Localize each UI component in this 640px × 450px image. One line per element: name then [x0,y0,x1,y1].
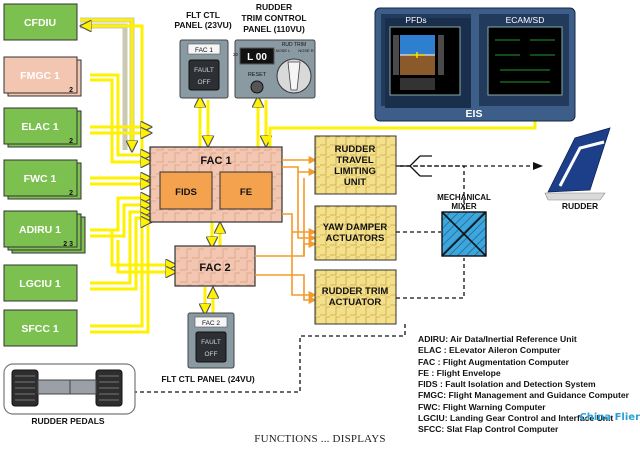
panel-24-title: FLT CTL PANEL (24VU) [161,374,255,384]
watermark: Chinа Flier [579,412,640,423]
panel-23-off: OFF [198,79,211,86]
ecam-sd-screen [487,26,563,96]
fac1-computer: FAC 1 FIDS FE [149,146,283,223]
trim-panel-title-1: RUDDER [256,2,292,12]
source-box-fmgc-1: FMGC 1 2 [3,56,82,97]
trim-nose-r-label: NOSE R [298,48,313,53]
trim-panel-title-3: PANEL (110VU) [243,24,305,34]
trim-rud-trim-label: RUD TRIM [282,42,306,48]
fe-block [219,171,273,210]
trim-reset-label: RESET [248,72,267,78]
panel-23-tag: FAC 1 [195,47,213,54]
legend-entry: FE : Flight Envelope [418,367,501,378]
trim-display-value: L 00 [247,52,267,63]
eis-label: EIS [466,108,483,120]
figure-caption: FUNCTIONS ... DISPLAYS [254,433,386,445]
panel-23-title-1: FLT CTL [186,10,220,20]
legend-entry: ELAC : ELevator Aileron Computer [418,345,561,356]
panel-24-fault: FAULT [201,339,221,346]
source-label: SFCC 1 [21,323,59,335]
source-box-cfdiu: CFDIU [3,3,78,41]
fac2-computer: FAC 2 [174,245,256,287]
source-box-elac-1: ELAC 1 2 [3,107,82,148]
legend-entry: ADIRU: Air Data/Inertial Reference Unit [418,334,577,344]
trim-nose-l-label: NOSE L [276,48,291,53]
legend-entry: LGCIU: Landing Gear Control and Interfac… [418,413,614,424]
rtlu-output-fork [396,155,432,177]
panel-24-tag: FAC 2 [202,320,220,327]
legend-entry: FAC : Flight Augmentation Computer [418,356,570,367]
mixer-label-2: MIXER [451,202,477,211]
rudder-trim-panel-110vu: RUDDER TRIM CONTROL PANEL (110VU) L 00 2… [233,2,316,99]
flt-ctl-panel-23vu: FLT CTL PANEL (23VU) FAC 1 FAULT OFF [174,10,232,99]
pfd-label: PFDs [405,15,426,25]
source-box-adiru-1: ADIRU 12 3 [3,210,86,254]
fac1-fault-off-button[interactable] [188,59,220,91]
source-box-fwc-1: FWC 1 2 [3,159,82,200]
panel-24-off: OFF [205,351,218,358]
actuator-label-line: LIMITING [334,166,376,177]
source-label: LGCIU 1 [19,278,61,290]
orange-links [255,156,317,304]
actuator-label-line: YAW DAMPER [323,222,388,233]
fac1-title: FAC 1 [200,155,231,167]
actuator-label-line: ACTUATORS [326,233,385,244]
pedals-label: RUDDER PEDALS [31,416,105,426]
trim-scale-label: 20 [233,52,239,57]
fe-label: FE [240,187,252,198]
fids-label: FIDS [175,187,197,198]
actuator-label-line: TRAVEL [336,155,373,166]
actuator-label-line: RUDDER TRIM [322,286,389,297]
actuator-label-line: RUDDER [335,144,376,155]
legend-entry: SFCC: Slat Flap Control Computer [418,424,559,435]
legend-entry: FWC: Flight Warning Computer [418,401,546,412]
unit-count: 2 [69,87,73,94]
legend-entry: FMGC: Flight Management and Guidance Com… [418,390,630,401]
rudder-tail-icon: RUDDER [544,127,611,211]
source-label: FMGC 1 [20,70,60,82]
trim-panel-title-2: TRIM CONTROL [241,13,306,23]
fac2-title: FAC 2 [199,262,230,274]
trim-position-display [239,47,275,65]
source-label: ELAC 1 [21,121,59,133]
trim-reset-button[interactable] [250,80,264,94]
source-box-lgciu-1: LGCIU 1 [3,264,78,302]
source-label: ADIRU 1 [19,224,61,236]
ecam-label: ECAM/SD [506,15,545,25]
rudder-pedals: RUDDER PEDALS [3,363,136,426]
panel-23-title-2: PANEL (23VU) [174,20,231,30]
fids-block [159,171,213,210]
unit-count: 2 [69,138,73,145]
legend-entry: FIDS : Fault Isolation and Detection Sys… [418,379,596,390]
unit-count: 2 [69,190,73,197]
eis-display-block: PFDs ECAM/SD EIS [374,7,576,122]
panel-23-fault: FAULT [194,67,214,74]
mechanical-links [126,165,540,393]
actuator-label-line: ACTUATOR [329,297,382,308]
fac2-fault-off-button[interactable] [195,331,227,363]
source-label: CFDIU [24,17,56,29]
actuator-label-line: UNIT [344,177,366,188]
unit-count: 2 3 [63,241,73,248]
rudder-arrow [533,162,543,170]
source-label: FWC 1 [24,173,57,185]
mechanical-mixer: MECHANICAL MIXER [437,193,491,257]
flt-ctl-panel-24vu: FAC 2 FAULT OFF FLT CTL PANEL (24VU) [161,312,255,384]
mixer-label-1: MECHANICAL [437,193,491,202]
source-box-sfcc-1: SFCC 1 [3,309,78,347]
rudder-label: RUDDER [562,201,598,211]
